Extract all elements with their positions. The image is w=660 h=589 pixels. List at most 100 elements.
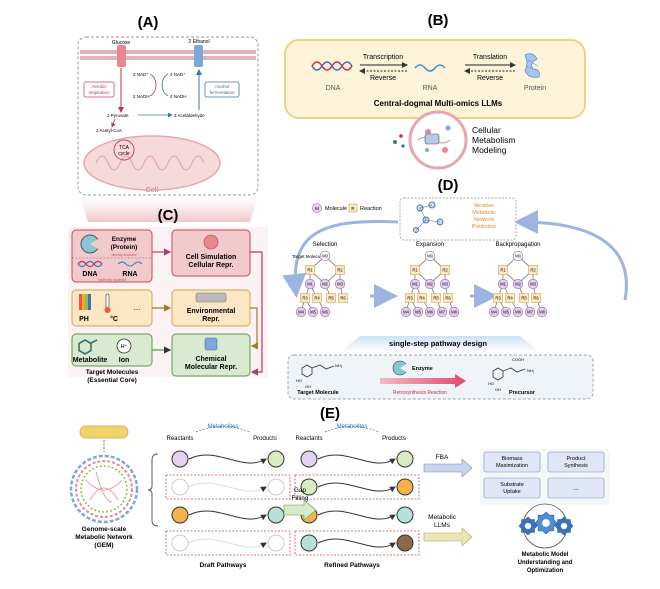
iterative-line2: Metabolic (472, 210, 496, 216)
legend-reaction-icon (348, 203, 358, 213)
tree-node-label: M7 (527, 310, 533, 315)
cellsim-line2: Cellular Repr. (188, 262, 233, 269)
tree-node-label: M2 (427, 282, 433, 287)
loop-arrow-left (282, 219, 399, 298)
reaction-node (519, 293, 529, 303)
reaction-node (305, 265, 315, 275)
product-line2: Synthesis (564, 463, 588, 469)
molecule-node (436, 306, 448, 318)
precursor-icon (492, 367, 526, 381)
tree-node-label: R4 (419, 296, 425, 301)
precursor-ho-label: HO (488, 381, 494, 386)
molecule-node (524, 306, 536, 318)
reaction-edge (317, 510, 396, 521)
gem-line3: (GEM) (94, 542, 113, 549)
mitochondrion-icon (83, 135, 221, 191)
tree-node-label: R4 (314, 296, 320, 301)
thermometer-icon (104, 293, 111, 313)
aerobic-box (83, 81, 115, 98)
product-node (396, 450, 414, 468)
reaction-node (326, 293, 336, 303)
metllm-line1: Metabolic (428, 514, 457, 521)
legend-reaction-label: Reaction (360, 206, 382, 212)
reaction-edge (188, 482, 267, 493)
substrate-line2: Uptake (503, 489, 520, 495)
molecule-node (295, 306, 307, 318)
nad-label-2: 2 NAD⁺ (170, 72, 186, 77)
substrate-box (483, 477, 541, 499)
nad-label-1: 2 NAD⁺ (133, 72, 149, 77)
alcohol-line1: Alcohol (215, 84, 230, 89)
reaction-node (498, 265, 508, 275)
iterative-line4: Prediction (472, 224, 496, 230)
tree-node-label: M2 (515, 282, 521, 287)
reaction-edge (188, 454, 267, 465)
molecule-node (512, 306, 524, 318)
products-label-2: Products (382, 436, 406, 442)
legend-molecule-label: Molecule (325, 206, 347, 212)
precursor-label: Precursor (509, 390, 536, 396)
tree-node-label: M7 (439, 310, 445, 315)
dna-label: DNA (326, 85, 341, 92)
precursor-nh2-label: NH₂ (527, 368, 535, 373)
reactants-label-2: Reactants (295, 436, 322, 442)
molecule-node (319, 278, 331, 290)
product-node (267, 478, 285, 496)
target-oh-label: OH (305, 384, 311, 389)
reactant-node (171, 478, 189, 496)
target-molecule-icon (301, 364, 335, 378)
instrument-icon (195, 292, 227, 303)
panel-e: (E) Genome-scale Metabolic Network (GEM)… (69, 405, 610, 574)
env-line1: Environmental (187, 308, 236, 315)
expansion-label: Expansion (416, 242, 444, 248)
tree-node-label: R6 (445, 296, 451, 301)
cell-label: Cell (146, 187, 159, 194)
biomass-line2: Maximization (496, 463, 528, 469)
tree-node-label: M6 (427, 310, 433, 315)
reaction-edge (188, 510, 267, 521)
reaction-node (528, 265, 538, 275)
molecule-dot-icon (401, 144, 405, 148)
tree-node-label: R3 (495, 296, 501, 301)
more-objectives-box (547, 477, 605, 499)
tree-node-label: R1 (412, 268, 418, 273)
tree-node-label: R5 (433, 296, 439, 301)
gap-box (294, 530, 420, 556)
cell-to-chem-connector (250, 251, 263, 376)
reaction-node (440, 265, 450, 275)
brace-icon (147, 453, 159, 527)
metabolites-bracket-1 (195, 426, 251, 433)
biomass-box (483, 451, 541, 473)
env-to-chem-connector (250, 307, 258, 350)
precursor-cooh-label: COOH (512, 357, 524, 362)
more-factors-label: ... (134, 303, 141, 312)
gears-icon (518, 503, 574, 549)
molecule-node (307, 306, 319, 318)
reaction-node (431, 293, 441, 303)
enzyme-line1: Enzyme (112, 236, 137, 243)
tree-node-label: M0 (322, 254, 328, 259)
chem-line1: Chemical (195, 356, 226, 363)
molecule-node (488, 306, 500, 318)
tree-node-label: M8 (451, 310, 457, 315)
ph-strip-icon (79, 294, 91, 310)
tree-node-label: M5 (503, 310, 509, 315)
molecule-node (512, 278, 524, 290)
retrosynthesis-arrow (380, 374, 466, 388)
panel-a-title: (A) (138, 14, 159, 31)
products-label-1: Products (253, 436, 277, 442)
tca-cycle-icon (113, 139, 135, 161)
transporter-icon (424, 133, 440, 145)
iterative-box (399, 197, 517, 241)
rna-icon (414, 64, 446, 72)
substrate-line1: Substrate (500, 482, 524, 488)
network-icon (413, 201, 444, 233)
dna-icon-strand (311, 61, 353, 71)
tree-node-label: R3 (302, 296, 308, 301)
tree-node-label: M0 (427, 254, 433, 259)
chemical-box (171, 333, 251, 377)
tree-node-label: R1 (500, 268, 506, 273)
ph-label: PH (79, 316, 89, 323)
molecule-node (424, 250, 436, 262)
